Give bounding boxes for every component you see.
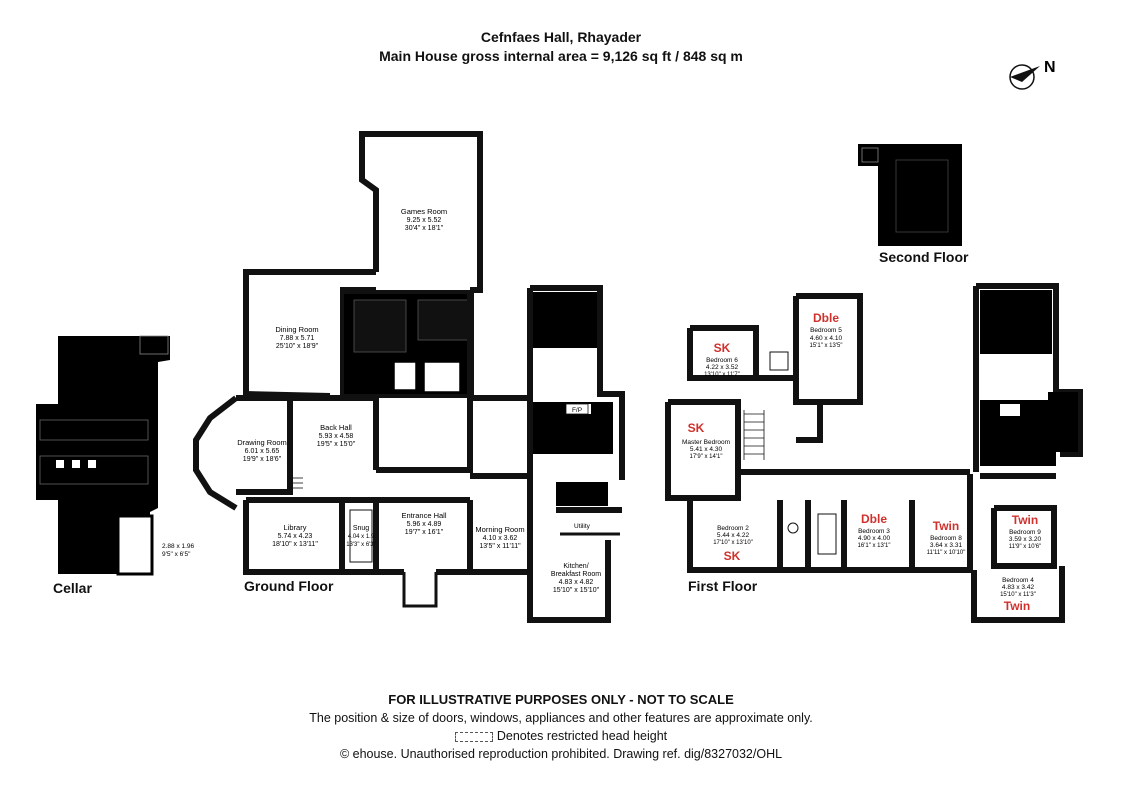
entrance-hall-name: Entrance Hall: [401, 511, 446, 520]
drawing-room-name: Drawing Room: [237, 438, 287, 447]
morning-room-name: Morning Room: [475, 525, 524, 534]
snug-imperial: 13'3" x 6'3": [346, 542, 376, 548]
disclaimer-heading: FOR ILLUSTRATIVE PURPOSES ONLY - NOT TO …: [388, 692, 734, 707]
master-bedroom-tag: SK: [688, 421, 705, 435]
entrance-hall-dims: 5.96 x 4.89: [407, 521, 442, 528]
bedroom-3-tag: Dble: [861, 512, 887, 526]
dining-room-dims: 7.88 x 5.71: [280, 335, 315, 342]
back-hall-dims: 5.93 x 4.58: [319, 433, 354, 440]
bedroom-4-tag: Twin: [1004, 599, 1030, 613]
disclaimer-note: The position & size of doors, windows, a…: [309, 711, 813, 725]
bedroom-9-dims: 3.59 x 3.20: [1009, 536, 1042, 543]
floor-label-second: Second Floor: [879, 249, 969, 265]
snug-name: Snug: [353, 525, 369, 532]
entrance-hall-imperial: 19'7" x 16'1": [405, 529, 444, 536]
snug-dims: 4.04 x 1.9: [348, 534, 375, 540]
kitchen-dims: 4.83 x 4.82: [559, 579, 594, 586]
bedroom-2-imperial: 17'10" x 13'10": [713, 540, 753, 546]
games-room-imperial: 30'4" x 18'1": [405, 225, 444, 232]
kitchen-name: Kitchen/: [563, 563, 588, 570]
bedroom-4-imperial: 15'10" x 11'3": [1000, 592, 1036, 598]
page-title: Cefnfaes Hall, Rhayader: [480, 29, 642, 45]
bedroom-8-name: Bedroom 8: [930, 535, 962, 542]
cellar-room-dims: 2.88 x 1.96: [162, 543, 195, 550]
legend-text: Denotes restricted head height: [496, 729, 668, 743]
bedroom-9-name: Bedroom 9: [1009, 529, 1041, 536]
floor-label-first: First Floor: [688, 578, 758, 594]
library-dims: 5.74 x 4.23: [278, 533, 313, 540]
second-floor-plan: [858, 144, 962, 246]
morning-room-dims: 4.10 x 3.62: [483, 535, 518, 542]
legend-row: Denotes restricted head height: [0, 729, 1122, 743]
bedroom-6-imperial: 13'10" x 11'7": [704, 372, 740, 378]
bedroom-5-name: Bedroom 5: [810, 327, 842, 334]
floor-label-cellar: Cellar: [53, 580, 92, 596]
library-name: Library: [284, 523, 307, 532]
bedroom-8-tag: Twin: [933, 519, 959, 533]
back-hall-imperial: 19'5" x 15'0": [317, 441, 356, 448]
fp-label: F/P: [572, 407, 582, 414]
utility-name: Utility: [574, 523, 591, 530]
bedroom-5-dims: 4.60 x 4.10: [810, 335, 843, 342]
kitchen-imperial: 15'10" x 15'10": [553, 587, 600, 594]
library-imperial: 18'10" x 13'11": [272, 541, 318, 548]
games-room-dims: 9.25 x 5.52: [407, 217, 442, 224]
copyright: © ehouse. Unauthorised reproduction proh…: [339, 747, 783, 761]
bedroom-6-dims: 4.22 x 3.52: [706, 364, 739, 371]
master-bedroom-dims: 5.41 x 4.30: [690, 446, 723, 453]
bedroom-8-dims: 3.64 x 3.31: [930, 542, 963, 549]
north-arrow-icon: N: [1009, 59, 1056, 90]
first-floor-labels: SK Bedroom 6 4.22 x 3.52 13'10" x 11'7" …: [682, 311, 1041, 613]
bedroom-2-name: Bedroom 2: [717, 525, 749, 532]
north-label: N: [1044, 59, 1056, 76]
cellar-room-imperial: 9'5" x 6'5": [162, 551, 191, 558]
bedroom-8-imperial: 11'11" x 10'10": [927, 550, 966, 556]
games-room-name: Games Room: [401, 207, 447, 216]
ground-floor-plan: [193, 131, 625, 623]
bedroom-3-name: Bedroom 3: [858, 528, 890, 535]
page-subtitle: Main House gross internal area = 9,126 s…: [379, 48, 743, 64]
back-hall-name: Back Hall: [320, 423, 352, 432]
bedroom-2-tag: SK: [724, 549, 741, 563]
bedroom-9-tag: Twin: [1012, 513, 1038, 527]
bedroom-5-imperial: 15'1" x 13'5": [810, 343, 843, 349]
bedroom-6-tag: SK: [714, 341, 731, 355]
floor-label-ground: Ground Floor: [244, 578, 334, 594]
kitchen-name-2: Breakfast Room: [551, 571, 601, 578]
bedroom-4-dims: 4.83 x 3.42: [1002, 584, 1035, 591]
master-bedroom-imperial: 17'9" x 14'1": [690, 454, 723, 460]
dining-room-name: Dining Room: [275, 325, 318, 334]
drawing-room-dims: 6.01 x 5.65: [245, 448, 280, 455]
bedroom-3-dims: 4.90 x 4.00: [858, 535, 891, 542]
master-bedroom-name: Master Bedroom: [682, 439, 730, 446]
drawing-room-imperial: 19'9" x 18'6": [243, 456, 282, 463]
restricted-height-swatch: [454, 731, 493, 742]
bedroom-2-dims: 5.44 x 4.22: [717, 532, 750, 539]
ground-floor-labels: Games Room 9.25 x 5.52 30'4" x 18'1" Din…: [237, 207, 601, 594]
bedroom-6-name: Bedroom 6: [706, 357, 738, 364]
bedroom-3-imperial: 16'1" x 13'1": [858, 543, 891, 549]
cellar-plan: 2.88 x 1.96 9'5" x 6'5": [36, 335, 195, 576]
morning-room-imperial: 13'5" x 11'11": [479, 543, 521, 550]
bedroom-5-tag: Dble: [813, 311, 839, 325]
dining-room-imperial: 25'10" x 18'9": [276, 343, 319, 350]
bedroom-4-name: Bedroom 4: [1002, 577, 1034, 584]
bedroom-9-imperial: 11'9" x 10'6": [1009, 544, 1041, 550]
